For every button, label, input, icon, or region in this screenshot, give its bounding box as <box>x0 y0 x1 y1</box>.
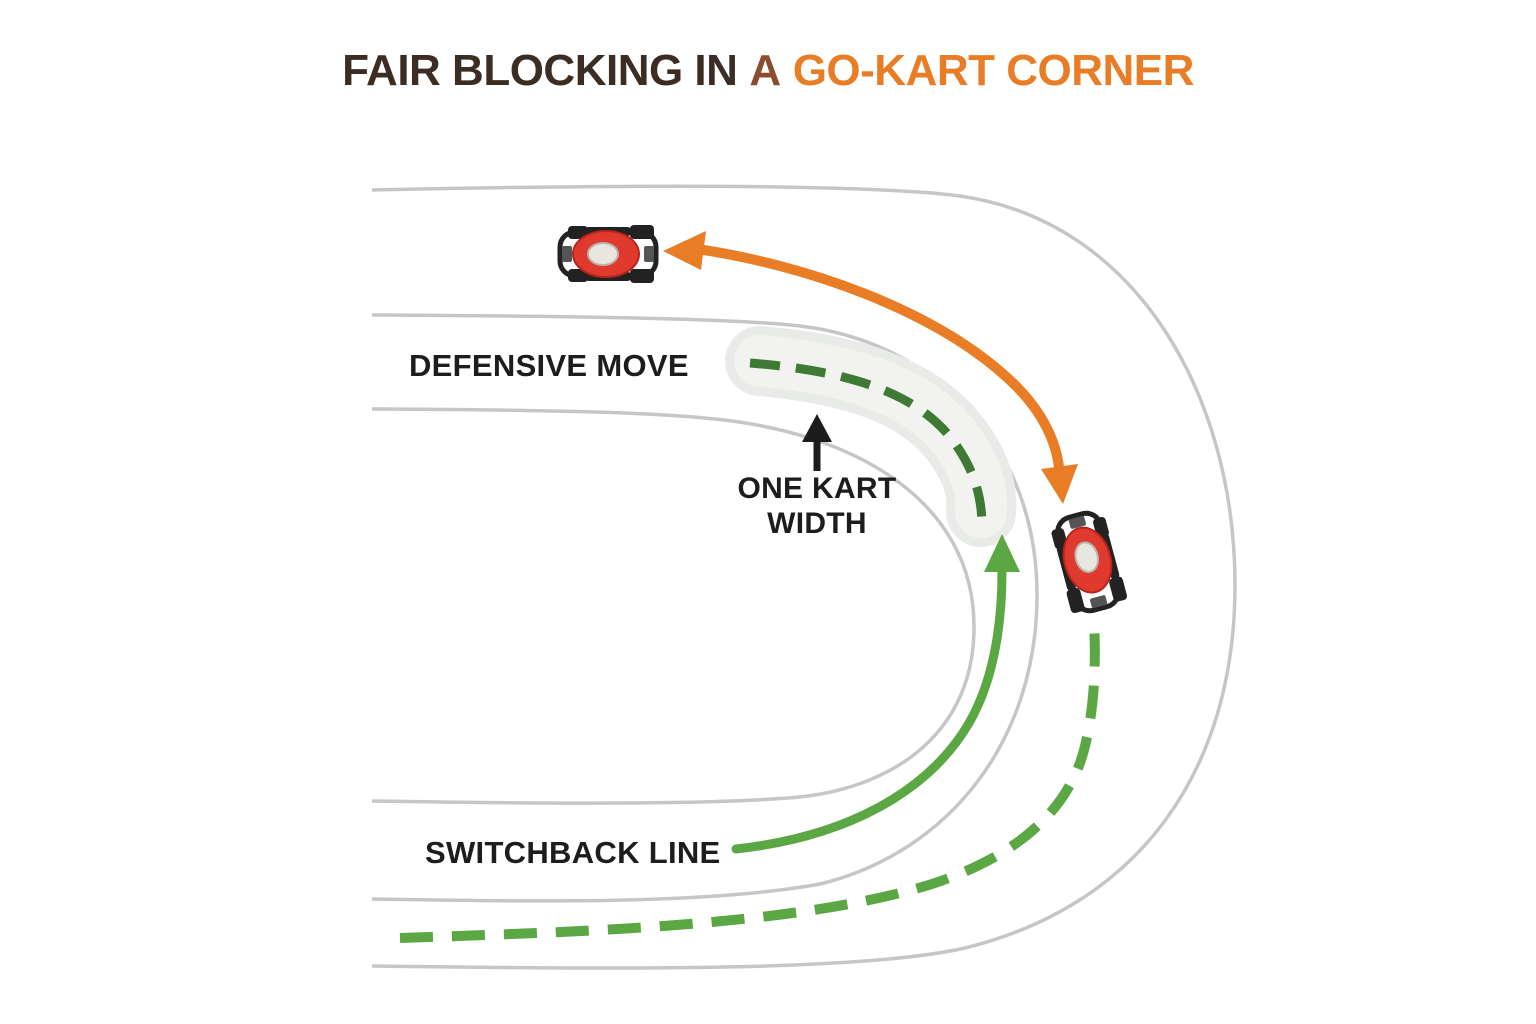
blocking-arrow-shaft <box>692 244 1064 472</box>
attacking-kart-icon <box>1048 508 1129 616</box>
track-outer-boundary <box>371 184 1237 970</box>
title-part-dark: FAIR BLOCKING IN <box>342 46 738 95</box>
one-kart-width-label: ONE KART WIDTH <box>737 472 897 540</box>
up-arrow-icon <box>802 414 832 442</box>
track-middle-boundary <box>371 313 1039 903</box>
blocking-arrowhead-left-icon <box>663 231 706 270</box>
switchback-line-label: SWITCHBACK LINE <box>425 835 721 870</box>
defensive-move-label: DEFENSIVE MOVE <box>409 348 689 383</box>
outside-line-dashed <box>399 621 1100 943</box>
defending-kart-icon <box>560 225 656 283</box>
blocking-arrowhead-down-icon <box>1041 464 1078 504</box>
switchback-arrow-shaft <box>731 567 1007 854</box>
track-inner-boundary <box>371 407 976 805</box>
switchback-arrowhead-icon <box>984 534 1020 572</box>
defensive-line-dashed <box>749 358 987 528</box>
title-part-accent: GO-KART CORNER <box>792 46 1195 95</box>
title-part-mid: A <box>749 46 781 95</box>
